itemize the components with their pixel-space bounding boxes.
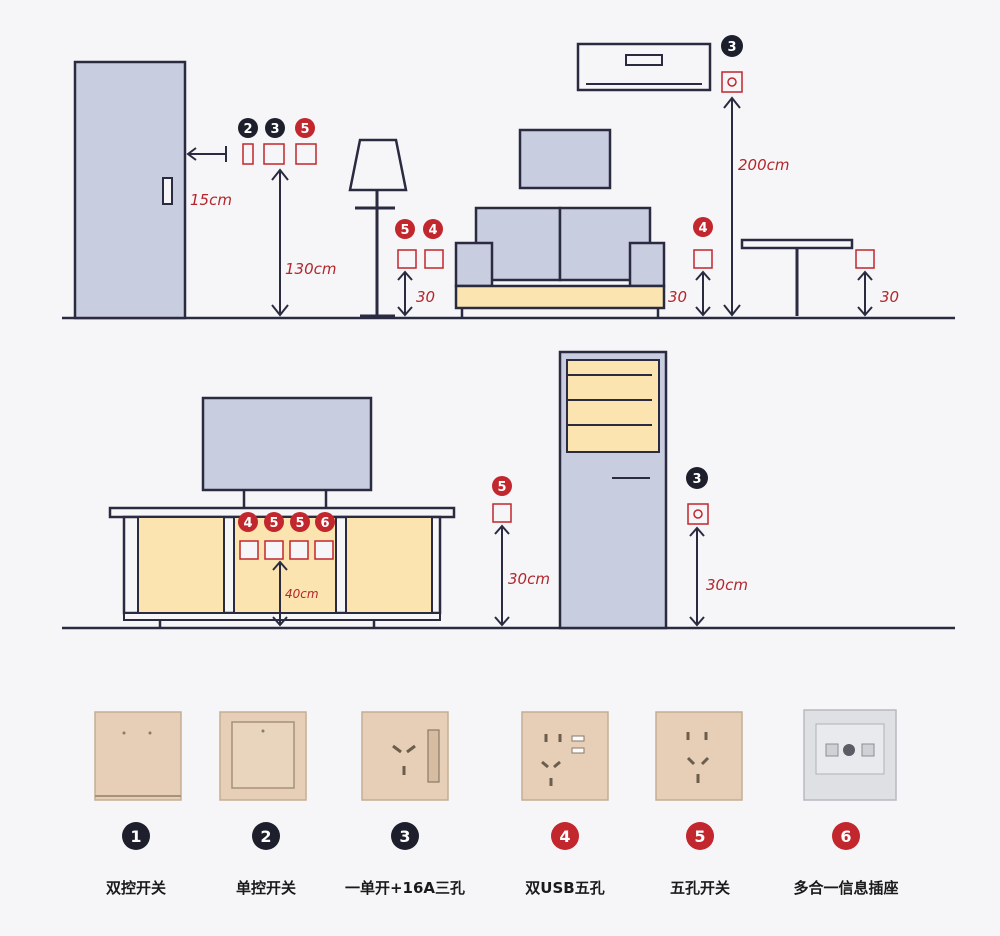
door-distance-arrow [186,146,227,162]
legend-number-3: 3 [399,827,410,846]
table-socket-height-label: 30 [880,288,899,306]
legend-icon-2 [219,711,307,801]
legend-label-4: 双USB五孔 [525,879,604,897]
legend-icon-3 [361,711,449,801]
badge-sofa: 4 [698,221,707,236]
badge-side: 5 [497,480,506,495]
legend-label-2: 单控开关 [236,879,296,897]
tv-socket-group: 4 5 5 6 [238,512,335,627]
badge-tv-1: 4 [243,516,252,531]
legend-number-1: 1 [130,827,141,846]
legend-labels: 双控开关 单控开关 一单开+16A三孔 双USB五孔 五孔开关 多合一信息插座 [106,879,899,897]
floor-lamp [348,138,408,318]
badge-ac-top: 3 [727,40,736,55]
ac-socket-height-label: 30cm [706,576,748,594]
badge-door-switch-1: 2 [243,122,252,137]
floor-ac-socket-group: 3 [686,467,709,627]
door-distance-label: 15cm [190,191,232,209]
ac-height-arrow [723,96,741,317]
legend-icon-5 [655,711,743,801]
legend-label-6: 多合一信息插座 [793,879,898,897]
television [201,396,373,508]
ac-height-label: 200cm [738,156,790,174]
badge-ac-bottom: 3 [692,472,701,487]
legend-label-5: 五孔开关 [670,879,730,897]
door-switch-group: 2 3 5 [238,118,317,165]
sofa-socket-group: 4 [693,217,713,317]
legend-icon-6 [803,709,897,801]
badge-tv-3: 5 [295,516,304,531]
legend-icon-4 [521,711,609,801]
badge-lamp-1: 5 [400,223,409,238]
side-table [740,238,854,316]
badge-lamp-2: 4 [428,223,437,238]
tv-cabinet [108,506,456,627]
badge-tv-4: 6 [320,516,329,531]
wall-picture [518,128,612,190]
legend-number-6: 6 [840,827,851,846]
sofa [454,206,666,317]
badge-door-switch-3: 5 [300,122,309,137]
legend-number-5: 5 [694,827,705,846]
switch-height-label: 130cm [285,260,337,278]
tv-socket-height-label: 40cm [285,587,319,601]
badge-door-switch-2: 3 [270,122,279,137]
legend-number-2: 2 [260,827,271,846]
table-socket-group [855,249,875,317]
side-socket-height-label: 30cm [508,570,550,588]
legend-number-4: 4 [559,827,570,846]
floor-air-conditioner [558,350,668,630]
sofa-socket-height-label: 30 [668,288,687,306]
legend-icon-1 [94,711,182,801]
side-socket-group: 5 [492,476,512,627]
legend-badges: 1 2 3 4 5 6 [122,822,860,850]
badge-tv-2: 5 [269,516,278,531]
switch-height-arrow [271,168,289,317]
door [73,60,187,320]
legend-label-1: 双控开关 [106,879,166,897]
lamp-socket-height-label: 30 [416,288,435,306]
lamp-socket-group: 5 4 [395,219,444,317]
legend-label-3: 一单开+16A三孔 [345,879,465,897]
wall-air-conditioner: 3 [576,35,743,93]
